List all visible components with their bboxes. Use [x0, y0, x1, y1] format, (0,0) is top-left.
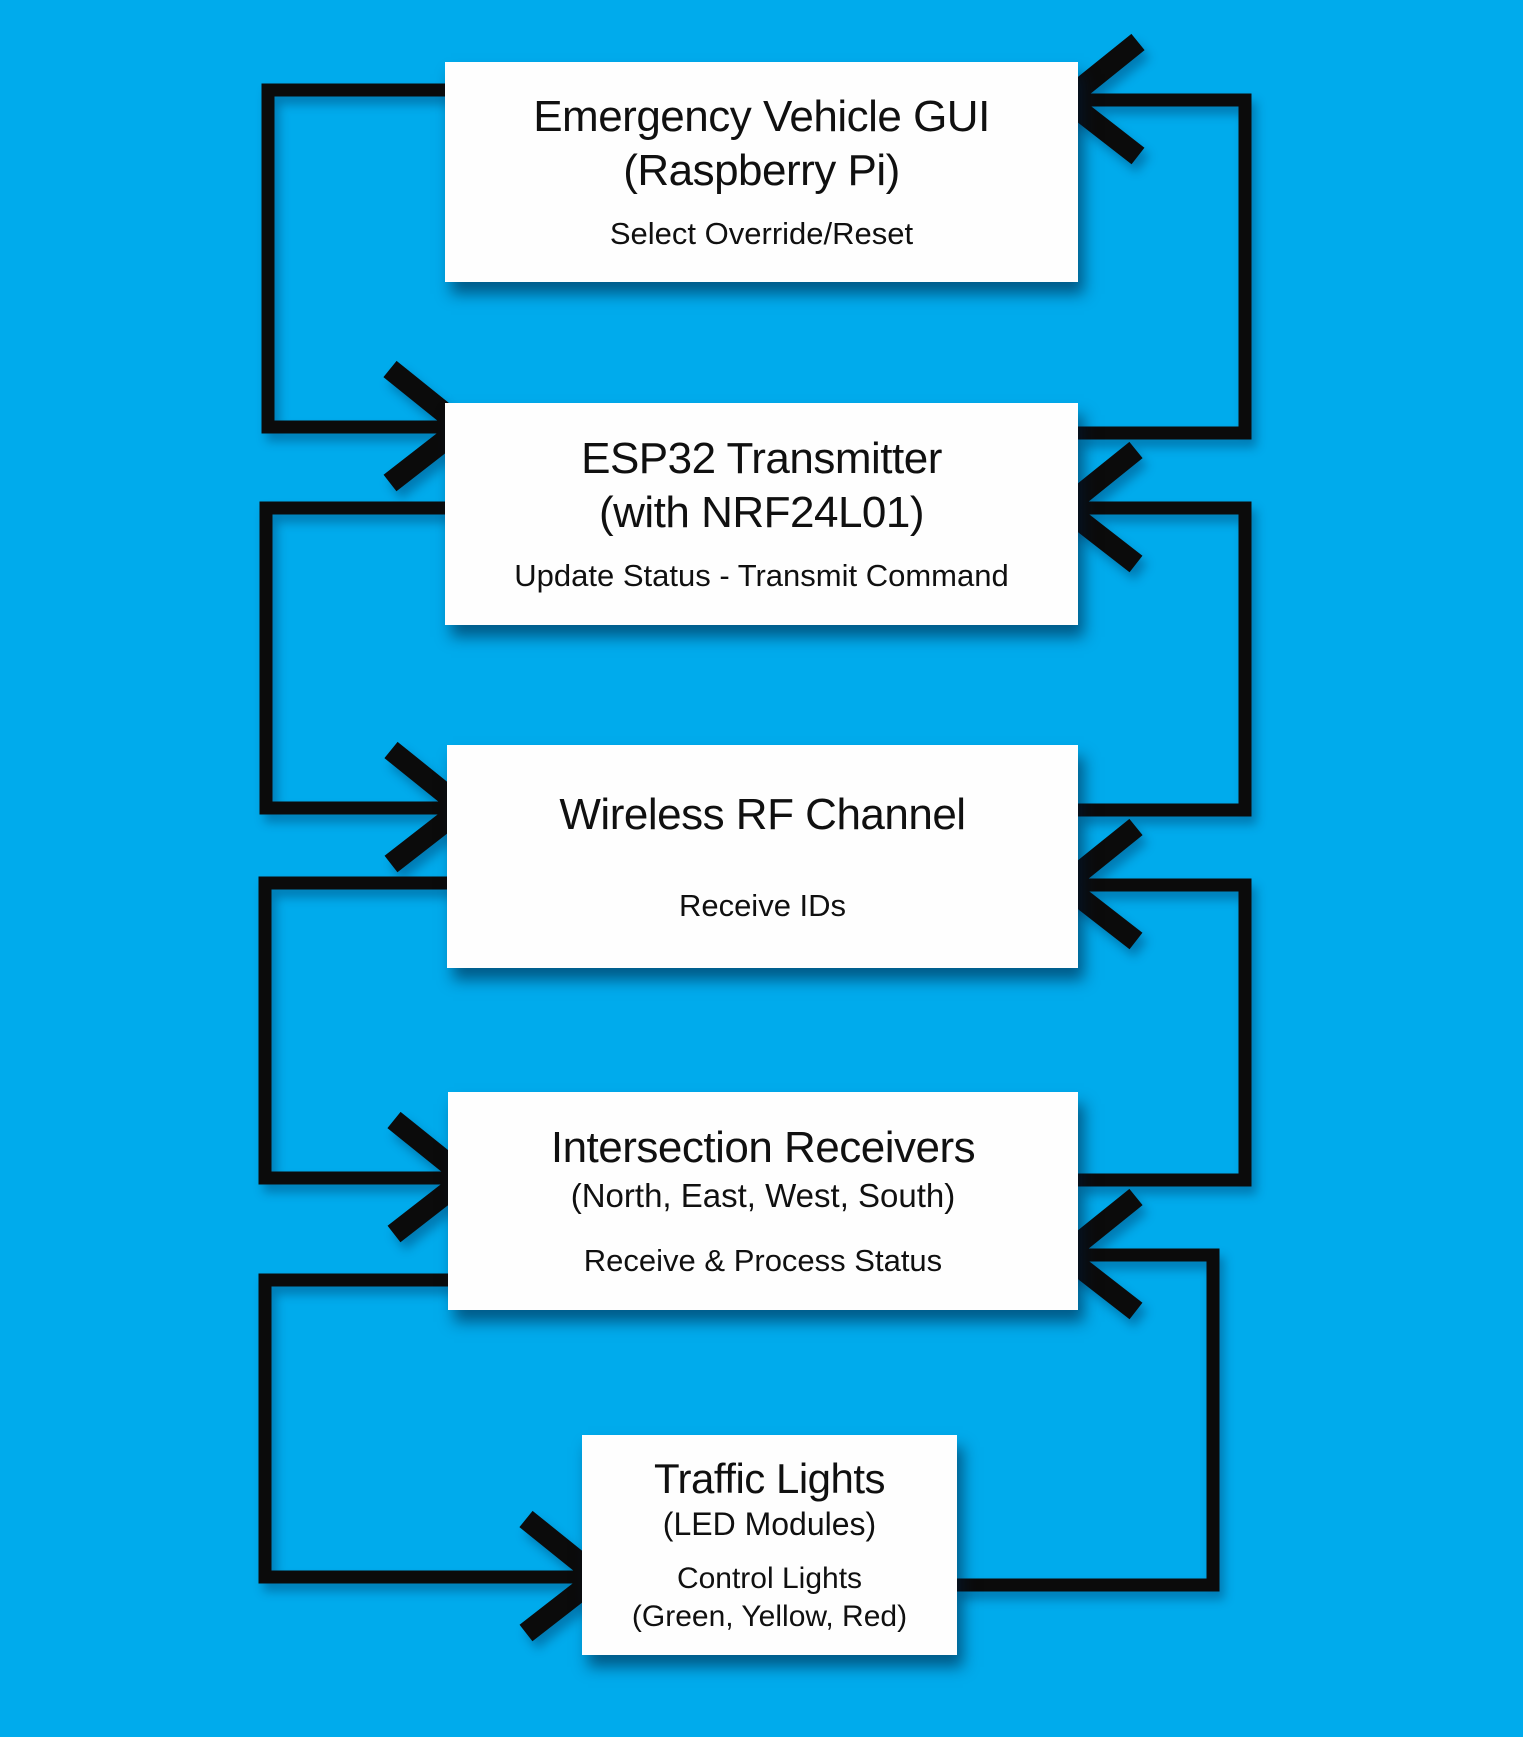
- edge-esp32-to-gui-feedback: [1049, 33, 1252, 440]
- node-wireless-rf-channel: Wireless RF Channel Receive IDs: [447, 745, 1078, 968]
- edge-rf-to-esp32-feedback: [1047, 441, 1252, 817]
- edge-esp32-to-rf: [259, 501, 480, 873]
- edge-rf-to-receivers: [258, 876, 483, 1243]
- node-title: Emergency Vehicle GUI: [533, 92, 990, 141]
- node-title: ESP32 Transmitter: [581, 434, 942, 483]
- edge-receivers-to-rf-feedback: [1047, 818, 1252, 1187]
- node-subtitle: Receive & Process Status: [583, 1243, 943, 1278]
- node-subtitle: Receive IDs: [678, 887, 847, 923]
- edge-receivers-to-lights: [258, 1273, 615, 1642]
- node-title-line2: (Raspberry Pi): [623, 146, 900, 195]
- node-subtitle-line2: (Green, Yellow, Red): [631, 1600, 908, 1633]
- node-subtitle: Update Status - Transmit Command: [514, 558, 1009, 593]
- edge-gui-to-esp32: [261, 83, 479, 492]
- node-esp32-transmitter: ESP32 Transmitter (with NRF24L01) Update…: [445, 403, 1078, 625]
- node-title-line2: (with NRF24L01): [598, 488, 925, 537]
- node-title: Traffic Lights: [653, 1455, 886, 1502]
- node-subtitle: Select Override/Reset: [609, 216, 914, 251]
- node-title: Intersection Receivers: [550, 1123, 976, 1172]
- node-title: Wireless RF Channel: [559, 789, 966, 839]
- node-emergency-vehicle-gui: Emergency Vehicle GUI (Raspberry Pi) Sel…: [445, 62, 1078, 282]
- node-subtitle: Control Lights: [676, 1562, 863, 1595]
- node-traffic-lights: Traffic Lights (LED Modules) Control Lig…: [582, 1435, 957, 1655]
- node-title-line2: (LED Modules): [662, 1506, 877, 1542]
- node-title-line2: (North, East, West, South): [570, 1177, 956, 1214]
- node-intersection-receivers: Intersection Receivers (North, East, Wes…: [448, 1092, 1078, 1310]
